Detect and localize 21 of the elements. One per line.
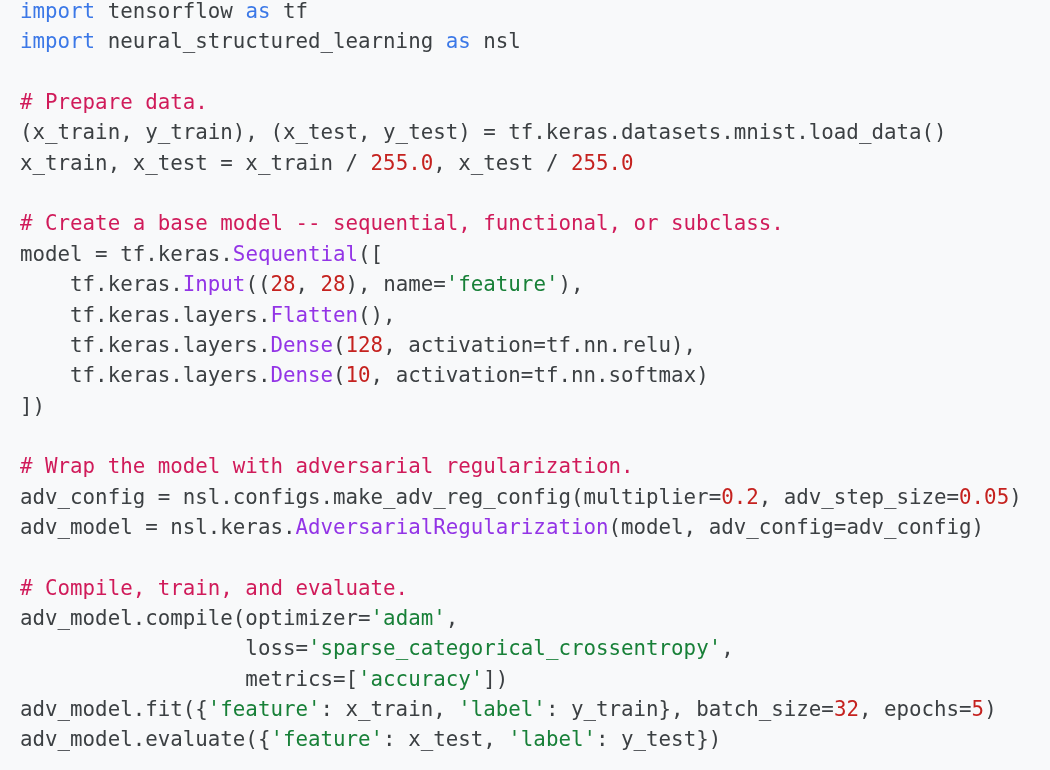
code-line: import neural_structured_learning as nsl [20,28,521,55]
code-line: tf.keras.layers.Flatten(), [69,301,396,328]
code-line: tf.keras.layers.Dense(10, activation=tf.nn.softmax) [69,362,709,389]
code-comment: # Wrap the model with adversarial regularization. [20,453,634,480]
code-line: adv_model = nsl.keras.AdversarialRegularization(model, adv_config=adv_config) [20,513,985,540]
code-line: loss='sparse_categorical_crossentropy', [244,635,734,662]
code-line: import tensorflow as tf [20,0,308,24]
code-line: model = tf.keras.Sequential([ [20,240,384,267]
code-line: tf.keras.Input((28, 28), name='feature'), [69,271,584,298]
code-comment: # Create a base model -- sequential, functional, or subclass. [20,210,784,237]
code-line: ]) [20,392,46,419]
code-line: (x_train, y_train), (x_test, y_test) = tf.keras.datasets.mnist.load_data() [20,119,947,146]
code-line: adv_model.evaluate({'feature': x_test, 'label': y_test}) [20,726,722,753]
code-line: x_train, x_test = x_train / 255.0, x_test / 255.0 [20,149,634,176]
code-comment: # Prepare data. [20,89,208,116]
code-comment: # Compile, train, and evaluate. [20,574,409,601]
code-line: adv_config = nsl.configs.make_adv_reg_config(multiplier=0.2, adv_step_size=0.05) [20,483,1022,510]
code-line: tf.keras.layers.Dense(128, activation=tf.nn.relu), [69,331,697,358]
code-line: adv_model.compile(optimizer='adam', [20,605,459,631]
code-line: adv_model.fit({'feature': x_train, 'label': y_train}, batch_size=32, epochs=5) [20,696,997,723]
code-line: metrics=['accuracy']) [244,665,509,692]
